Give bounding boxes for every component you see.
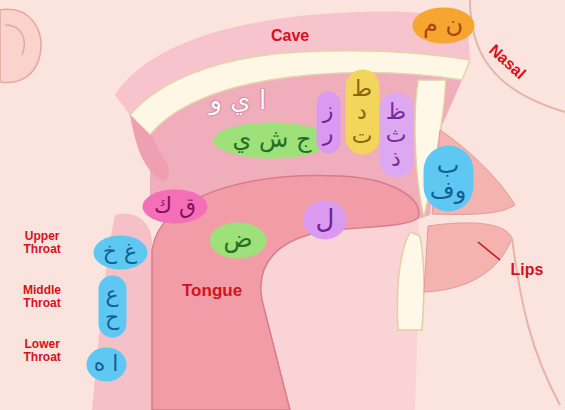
letter-bubble: ن م [412, 7, 475, 44]
nose-outline [470, 0, 565, 112]
label-anchor: Lower Throat [24, 338, 61, 364]
letter-bubble: ض [209, 222, 267, 259]
part-label: ا ي و [210, 86, 267, 115]
arabic-letters: ل [316, 206, 335, 233]
ear [0, 9, 41, 82]
arabic-letters: ز ر [323, 99, 334, 145]
letter-bubble: ج ش ي [213, 122, 331, 159]
bubble-fill [210, 222, 267, 258]
bubble-text-group: ز ر [323, 99, 334, 145]
bubble-fill [304, 201, 347, 240]
letter-bubble: ط د ت [345, 69, 380, 155]
bubble-text-group: ع ح [105, 283, 119, 329]
arabic-letters: ن م [423, 12, 463, 37]
letter-bubble: ظ ث ذ [379, 92, 414, 178]
bubble-fill [93, 235, 147, 269]
bubble-fill [423, 145, 473, 211]
label-anchor: Lips [511, 261, 544, 279]
part-label: Cave [271, 27, 309, 45]
part-label: Lips [511, 261, 544, 279]
letter-bubble: ا ه [86, 347, 127, 382]
lower-lip [424, 223, 512, 292]
leader-line [478, 242, 500, 260]
bubble-fill [143, 189, 208, 223]
arabic-letters: ظ ث ذ [386, 100, 407, 169]
letter-bubble: ب وف [423, 145, 474, 212]
bubble-text-group: غ خ [103, 240, 137, 263]
bubble-fill [214, 122, 331, 158]
uvula [130, 115, 169, 181]
label-anchor: ا ي و [210, 86, 267, 115]
bubble-text-group: ط د ت [352, 77, 373, 146]
bubble-text-group: ض [223, 227, 252, 252]
label-anchor: Tongue [182, 282, 242, 301]
bubble-text-group: ن م [423, 12, 463, 37]
label-anchor: Upper Throat [24, 230, 61, 256]
letter-bubble: ع ح [98, 275, 127, 338]
lower-tooth [397, 232, 424, 330]
part-label: Lower Throat [24, 338, 61, 364]
bubble-fill [98, 275, 126, 337]
bubble-text-group: ظ ث ذ [386, 100, 407, 169]
bubble-text-group: ق ك [154, 194, 196, 217]
bubble-fill [345, 70, 379, 155]
part-label: Tongue [182, 282, 242, 301]
part-label: Middle Throat [23, 284, 61, 310]
bubble-text-group: ا ه [94, 352, 119, 375]
label-anchor: Cave [271, 27, 309, 45]
bubble-text-group: ل [316, 206, 335, 233]
letter-bubble: ق ك [142, 189, 208, 224]
label-anchor: Nasal [486, 53, 529, 71]
bubble-fill [86, 347, 126, 381]
bubble-fill [379, 93, 413, 178]
throat [92, 214, 152, 410]
arabic-letters: ب وف [430, 153, 466, 203]
arabic-letters: ج ش ي [233, 127, 312, 152]
letter-bubble: غ خ [93, 235, 148, 270]
bubble-text-group: ب وف [430, 153, 466, 203]
bubble-text-group: ج ش ي [233, 127, 312, 152]
arabic-letters: ض [223, 227, 252, 252]
tongue [152, 176, 419, 410]
bubble-fill [412, 7, 474, 43]
letter-bubble: ز ر [316, 91, 341, 154]
ear-inner [5, 25, 24, 55]
part-label: Upper Throat [24, 230, 61, 256]
arabic-letters: ط د ت [352, 77, 373, 146]
mouth-floor [261, 218, 420, 410]
label-anchor: Middle Throat [23, 284, 61, 310]
arabic-letters: ق ك [154, 194, 196, 217]
arabic-letters: ا ه [94, 352, 119, 375]
arabic-letters: غ خ [103, 240, 137, 263]
letter-bubble: ل [303, 200, 347, 240]
arabic-letters: ع ح [105, 283, 119, 329]
bubble-fill [316, 91, 340, 153]
